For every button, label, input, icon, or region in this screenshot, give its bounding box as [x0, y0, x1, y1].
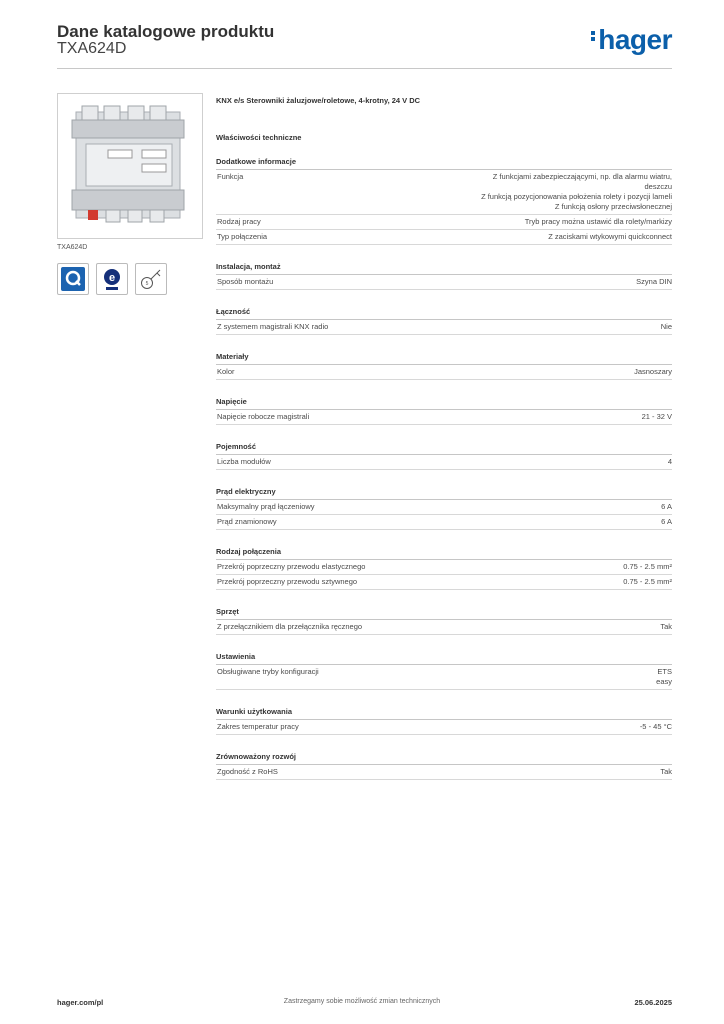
spec-row: Z systemem magistrali KNX radio Nie	[216, 320, 672, 335]
svg-text:5: 5	[146, 281, 149, 287]
spec-label: Zgodność z RoHS	[217, 767, 278, 776]
spec-label: Funkcja	[217, 172, 244, 181]
section-heading: Rodzaj połączenia	[216, 546, 672, 560]
section-heading: Sprzęt	[216, 606, 672, 620]
section-heading: Warunki użytkowania	[216, 706, 672, 720]
spec-row: Liczba modułów 4	[216, 455, 672, 470]
footer-website[interactable]: hager.com/pl	[57, 998, 104, 1007]
spec-value: Tak	[660, 767, 672, 776]
section-gap	[216, 735, 672, 751]
spec-value: Z funkcjami zabezpieczającymi, np. dla a…	[481, 172, 672, 211]
product-code: TXA624D	[57, 40, 127, 57]
section-heading: Prąd elektryczny	[216, 486, 672, 500]
spec-content: KNX e/s Sterowniki żaluzjowe/roletowe, 4…	[216, 96, 672, 780]
spec-value: Jasnoszary	[634, 367, 672, 376]
section-heading: Zrównoważony rozwój	[216, 751, 672, 765]
section-heading: Napięcie	[216, 396, 672, 410]
spec-row: Rodzaj pracy Tryb pracy można ustawić dla…	[216, 215, 672, 230]
spec-row: Sposób montażu Szyna DIN	[216, 275, 672, 290]
spec-label: Przekrój poprzeczny przewodu sztywnego	[217, 577, 358, 586]
spec-label: Rodzaj pracy	[217, 217, 261, 226]
section-heading: Łączność	[216, 306, 672, 320]
spec-row: Typ połączenia Z zaciskami wtykowymi quic…	[216, 230, 672, 245]
spec-value: Nie	[660, 322, 672, 331]
section-gap	[216, 425, 672, 441]
spec-label: Napięcie robocze magistrali	[217, 412, 310, 421]
section-gap	[216, 530, 672, 546]
spec-row: Z przełącznikiem dla przełącznika ręczne…	[216, 620, 672, 635]
spec-row: Prąd znamionowy 6 A	[216, 515, 672, 530]
product-title: KNX e/s Sterowniki żaluzjowe/roletowe, 4…	[216, 96, 421, 105]
svg-text:e: e	[109, 272, 115, 284]
spec-label: Liczba modułów	[217, 457, 271, 466]
section-gap	[216, 590, 672, 606]
spec-label: Przekrój poprzeczny przewodu elastyczneg…	[217, 562, 366, 571]
spec-value: Z zaciskami wtykowymi quickconnect	[548, 232, 672, 241]
spec-label: Z przełącznikiem dla przełącznika ręczne…	[217, 622, 363, 631]
section-heading: Instalacja, montaż	[216, 261, 672, 275]
spec-row: Funkcja Z funkcjami zabezpieczającymi, np…	[216, 170, 672, 215]
spec-value: Tryb pracy można ustawić dla rolety/mark…	[524, 217, 672, 226]
section-gap	[216, 290, 672, 306]
footer-date: 25.06.2025	[634, 998, 672, 1007]
section-heading: Ustawienia	[216, 651, 672, 665]
spec-row: Zakres temperatur pracy -5 - 45 °C	[216, 720, 672, 735]
spec-row: Obsługiwane tryby konfiguracji ETS easy	[216, 665, 672, 690]
spec-value: Szyna DIN	[636, 277, 672, 286]
technical-properties-heading: Właściwości techniczne	[216, 133, 302, 142]
spec-row: Przekrój poprzeczny przewodu sztywnego 0.…	[216, 575, 672, 590]
spec-row: Przekrój poprzeczny przewodu elastyczneg…	[216, 560, 672, 575]
spec-label: Obsługiwane tryby konfiguracji	[217, 667, 319, 676]
spec-value: -5 - 45 °C	[639, 722, 672, 731]
section-gap	[216, 335, 672, 351]
section-gap	[216, 635, 672, 651]
spec-value: 21 - 32 V	[641, 412, 672, 421]
spec-label: Sposób montażu	[217, 277, 274, 286]
spec-label: Kolor	[217, 367, 235, 376]
logo-text: hager	[598, 24, 672, 55]
spec-value: 6 A	[661, 517, 672, 526]
eu-energy-label-icon: e	[96, 263, 128, 295]
section-gap	[216, 470, 672, 486]
logo-dots-icon	[591, 29, 596, 43]
spec-label: Z systemem magistrali KNX radio	[217, 322, 329, 331]
spec-value: Tak	[660, 622, 672, 631]
spec-label: Zakres temperatur pracy	[217, 722, 299, 731]
spec-row: Maksymalny prąd łączeniowy 6 A	[216, 500, 672, 515]
section-gap	[216, 380, 672, 396]
footer-disclaimer: Zastrzegamy sobie możliwość zmian techni…	[283, 998, 441, 1005]
spec-label: Typ połączenia	[217, 232, 268, 241]
spec-row: Kolor Jasnoszary	[216, 365, 672, 380]
section-gap	[216, 245, 672, 261]
page-title: Dane katalogowe produktu	[57, 22, 275, 41]
header-divider	[57, 68, 672, 69]
spec-value: 4	[667, 457, 672, 466]
spec-value: 6 A	[661, 502, 672, 511]
section-heading: Dodatkowe informacje	[216, 156, 672, 170]
spec-label: Prąd znamionowy	[217, 517, 277, 526]
key-tool-icon: 5	[135, 263, 167, 295]
quality-mark-icon	[57, 263, 89, 295]
spec-row: Zgodność z RoHS Tak	[216, 765, 672, 780]
spec-label: Maksymalny prąd łączeniowy	[217, 502, 315, 511]
spec-row: Napięcie robocze magistrali 21 - 32 V	[216, 410, 672, 425]
section-heading: Pojemność	[216, 441, 672, 455]
image-caption: TXA624D	[57, 244, 88, 251]
hager-logo: hager	[591, 24, 672, 56]
section-heading: Materiały	[216, 351, 672, 365]
section-gap	[216, 690, 672, 706]
spec-value: 0.75 - 2.5 mm²	[623, 577, 672, 586]
spec-value: ETS easy	[656, 667, 672, 686]
product-image	[57, 93, 203, 239]
spec-value: 0.75 - 2.5 mm²	[623, 562, 672, 571]
